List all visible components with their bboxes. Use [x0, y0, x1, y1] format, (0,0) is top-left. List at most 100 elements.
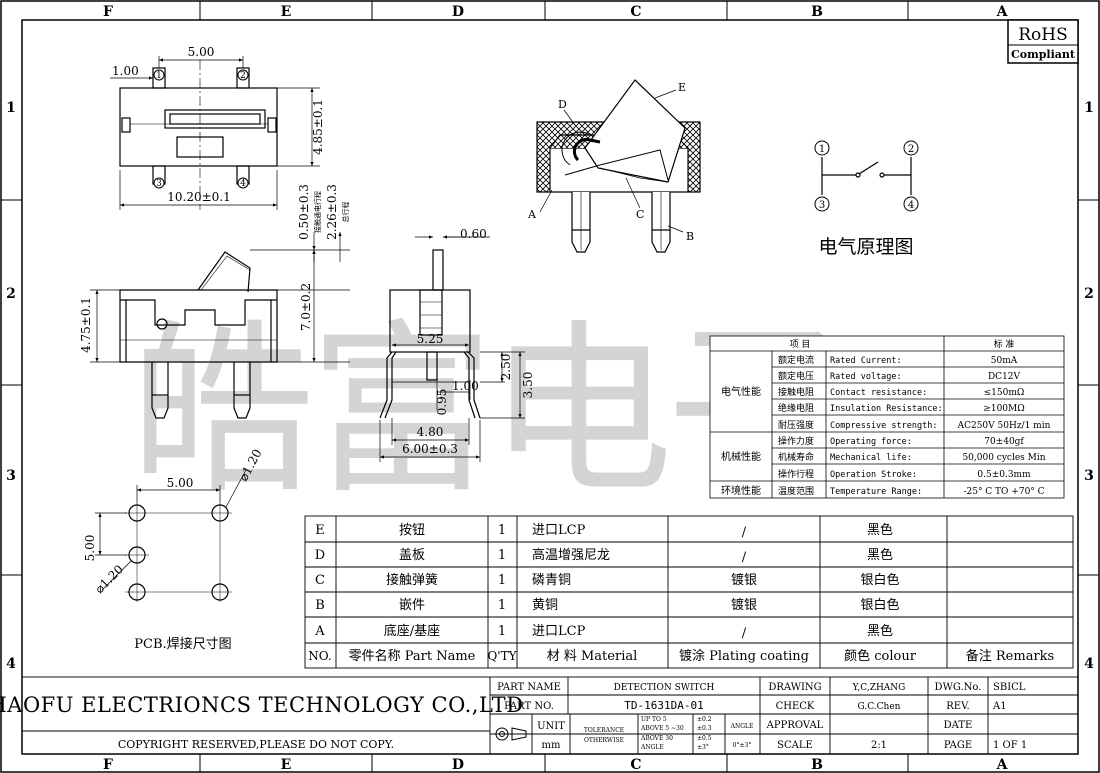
svg-text:4: 4: [6, 656, 16, 672]
top-view-pin-numbers: 1 2 3 4: [153, 69, 249, 189]
svg-text:RoHS: RoHS: [1018, 25, 1068, 45]
svg-text:镀银: 镀银: [731, 597, 757, 613]
svg-text:0.95: 0.95: [435, 389, 449, 416]
svg-text:C: C: [630, 4, 641, 20]
svg-text:耐压强度: 耐压强度: [778, 419, 814, 431]
svg-text:G.C.Chen: G.C.Chen: [858, 702, 901, 712]
svg-text:4.80: 4.80: [417, 425, 444, 439]
section-labels: A B C D E: [527, 81, 694, 243]
spec-table: [709, 335, 1065, 499]
svg-text:额定电压: 额定电压: [778, 370, 814, 382]
svg-text:E: E: [678, 81, 686, 94]
svg-text:/: /: [742, 550, 747, 565]
svg-text:E: E: [281, 757, 292, 773]
svg-text:≥100MΩ: ≥100MΩ: [983, 404, 1024, 414]
svg-text:4.75±0.1: 4.75±0.1: [79, 297, 93, 353]
svg-text:B: B: [315, 598, 325, 613]
svg-text:温度范围: 温度范围: [778, 485, 814, 497]
svg-text:≤150mΩ: ≤150mΩ: [984, 388, 1025, 398]
svg-text:Q'TY: Q'TY: [487, 649, 517, 663]
svg-text:2.26±0.3: 2.26±0.3: [325, 184, 339, 240]
svg-text:PCB.焊接尺寸图: PCB.焊接尺寸图: [134, 636, 231, 652]
end-view-dims: [379, 235, 525, 462]
svg-text:TD-1631DA-01: TD-1631DA-01: [624, 699, 703, 712]
svg-text:Rated voltage:: Rated voltage:: [830, 372, 902, 382]
svg-text:UNIT: UNIT: [537, 721, 565, 732]
svg-text:2: 2: [908, 144, 914, 155]
svg-text:银白色: 银白色: [860, 572, 899, 588]
svg-text:颜色 colour: 颜色 colour: [844, 648, 917, 664]
rohs-badge: RoHS Compliant: [1007, 19, 1079, 64]
svg-text:A: A: [996, 757, 1009, 773]
pcb-footprint: [125, 503, 232, 602]
svg-text:50,000 cycles Min: 50,000 cycles Min: [962, 453, 1045, 463]
svg-text:SCALE: SCALE: [777, 740, 813, 751]
svg-text:A: A: [314, 624, 325, 639]
svg-text:3: 3: [819, 200, 825, 211]
svg-text:ABOVE 5 ~30: ABOVE 5 ~30: [640, 725, 684, 732]
svg-text:镀涂 Plating coating: 镀涂 Plating coating: [679, 648, 809, 664]
svg-text:5.00: 5.00: [167, 476, 194, 490]
svg-text:4: 4: [908, 200, 914, 211]
svg-text:接触电阻: 接触电阻: [778, 386, 814, 398]
svg-text:B: B: [686, 230, 694, 243]
svg-text:TOLERANCE: TOLERANCE: [584, 727, 624, 734]
pcb-dims: [95, 469, 247, 591]
svg-text:1.00: 1.00: [452, 379, 479, 393]
svg-text:PART NAME: PART NAME: [497, 682, 561, 693]
svg-text:C: C: [636, 208, 644, 221]
svg-text:⌀1.20: ⌀1.20: [92, 562, 126, 596]
svg-text:-25° C TO +70° C: -25° C TO +70° C: [963, 487, 1044, 497]
svg-text:银白色: 银白色: [860, 597, 899, 613]
svg-text:1: 1: [498, 548, 506, 563]
top-view-dims: [110, 56, 320, 210]
svg-text:2: 2: [6, 286, 16, 302]
svg-text:F: F: [103, 4, 113, 20]
svg-text:A1: A1: [992, 701, 1007, 712]
svg-text:2: 2: [1084, 286, 1094, 302]
svg-text:标 准: 标 准: [994, 338, 1015, 350]
svg-text:黑色: 黑色: [867, 623, 893, 639]
svg-text:UP TO 5: UP TO 5: [641, 716, 667, 723]
svg-text:Rated Current:: Rated Current:: [830, 356, 902, 366]
svg-text:机械性能: 机械性能: [721, 450, 761, 463]
tolerance-symbol: [493, 727, 527, 741]
svg-text:mm: mm: [542, 740, 561, 751]
svg-text:底座/基座: 底座/基座: [384, 623, 440, 639]
svg-text:APPROVAL: APPROVAL: [766, 720, 824, 731]
svg-text:C: C: [315, 573, 325, 588]
svg-text:5.00: 5.00: [83, 535, 97, 562]
svg-text:AC250V 50Hz/1 min: AC250V 50Hz/1 min: [957, 421, 1051, 431]
svg-text:±3°: ±3°: [697, 744, 709, 751]
svg-text:0.5±0.3mm: 0.5±0.3mm: [977, 470, 1031, 480]
side-view-dim-labels: 0.50±0.3 接触通电行程 2.26±0.3 总行程 7.0±0.2 4.7…: [79, 184, 350, 353]
svg-text:/: /: [742, 525, 747, 540]
svg-text:Mechanical life:: Mechanical life:: [830, 453, 912, 463]
svg-text:/: /: [742, 626, 747, 641]
svg-text:镀银: 镀银: [731, 572, 757, 588]
pcb-dim-labels: 5.00 5.00 ⌀1.20 ⌀1.20 PCB.焊接尺寸图: [83, 447, 265, 652]
svg-text:Compliant: Compliant: [1011, 48, 1076, 61]
svg-text:5.00: 5.00: [188, 45, 215, 59]
svg-text:0°±3°: 0°±3°: [733, 742, 752, 749]
svg-text:ANGLE: ANGLE: [640, 744, 664, 751]
svg-text:10.20±0.1: 10.20±0.1: [167, 190, 231, 204]
svg-text:F: F: [103, 757, 113, 773]
svg-text:Operating force:: Operating force:: [830, 437, 912, 447]
svg-text:NO.: NO.: [308, 649, 331, 663]
schematic-pins: 1 2 3 4: [814, 140, 919, 212]
svg-text:DATE: DATE: [944, 720, 973, 731]
schematic-title: 电气原理图: [818, 236, 913, 258]
svg-text:A: A: [527, 208, 537, 221]
end-view-dim-labels: 0.60 5.25 1.00 0.95 2.50 3.50 4.80 6.00±…: [402, 227, 535, 456]
svg-text:A: A: [996, 4, 1009, 20]
svg-text:4.85±0.1: 4.85±0.1: [311, 99, 325, 155]
svg-text:1: 1: [498, 523, 506, 538]
svg-text:Insulation Resistance:: Insulation Resistance:: [830, 404, 943, 414]
svg-text:Contact resistance:: Contact resistance:: [830, 388, 927, 398]
svg-text:零件名称 Part Name: 零件名称 Part Name: [349, 648, 476, 664]
svg-text:操作行程: 操作行程: [778, 468, 814, 480]
top-view: [119, 60, 278, 210]
svg-text:SBICL: SBICL: [993, 682, 1026, 693]
svg-text:1: 1: [498, 598, 506, 613]
